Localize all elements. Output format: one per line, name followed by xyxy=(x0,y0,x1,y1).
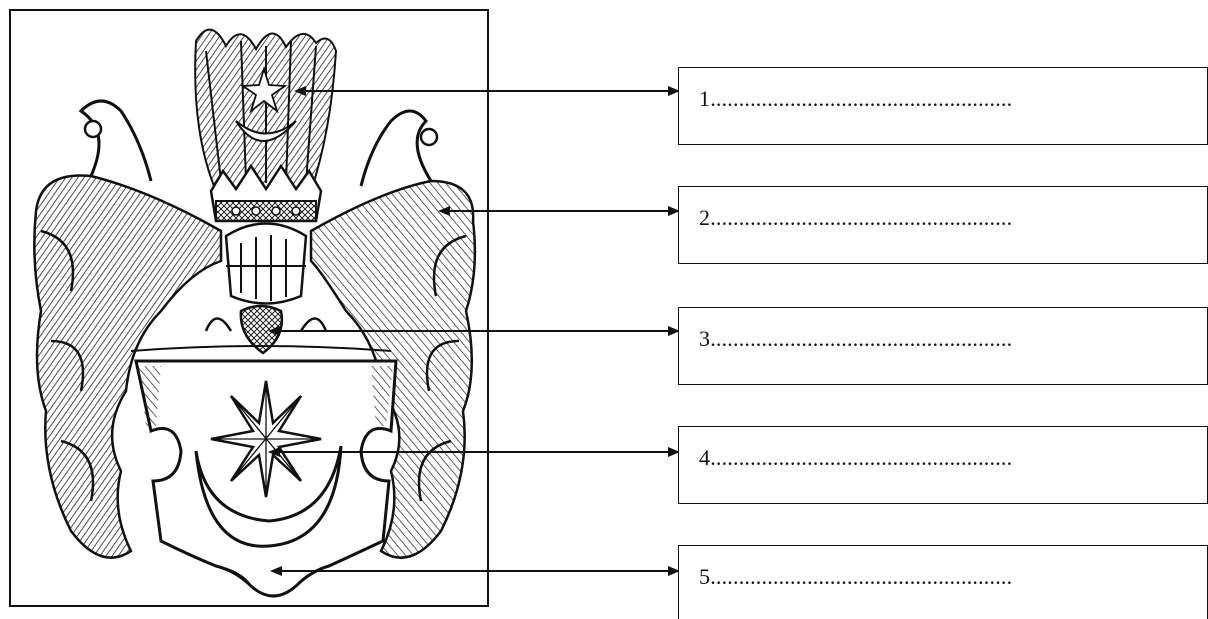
answer-label-2: 2.......................................… xyxy=(699,205,1012,231)
answer-box-4[interactable]: 4.......................................… xyxy=(678,426,1208,504)
answer-box-2[interactable]: 2.......................................… xyxy=(678,186,1208,264)
answer-label-1: 1.......................................… xyxy=(699,86,1012,112)
answer-box-3[interactable]: 3.......................................… xyxy=(678,307,1208,385)
helmet xyxy=(226,224,306,304)
answer-label-3: 3.......................................… xyxy=(699,326,1012,352)
answer-label-4: 4.......................................… xyxy=(699,445,1012,471)
plume-crest xyxy=(195,30,336,191)
answer-box-1[interactable]: 1.......................................… xyxy=(678,67,1208,145)
coat-of-arms-frame xyxy=(9,9,489,607)
answer-label-5: 5.......................................… xyxy=(699,564,1012,590)
answer-box-5[interactable]: 5.......................................… xyxy=(678,545,1208,619)
coat-of-arms-illustration xyxy=(11,11,487,605)
